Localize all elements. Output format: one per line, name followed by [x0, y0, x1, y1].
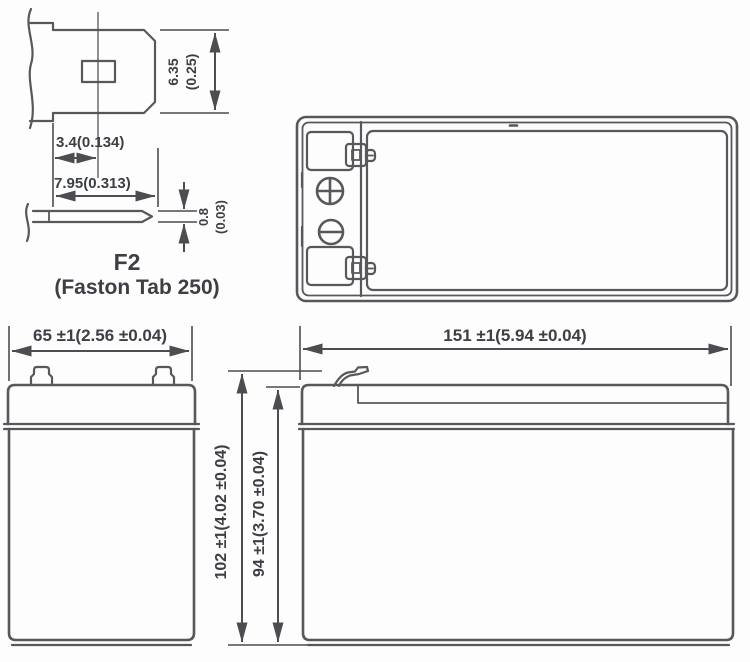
blade-outline	[31, 209, 154, 224]
terminal-well-positive	[305, 130, 355, 172]
dim-label-tab-height-mm: 6.35	[165, 58, 181, 85]
break-line-blade	[25, 202, 30, 243]
terminal-well-negative	[305, 245, 355, 287]
dim-label-length: 151 ±1(5.94 ±0.04)	[443, 326, 586, 345]
dim-label-height-case: 94 ±1(3.70 ±0.04)	[251, 451, 268, 577]
dim-label-height-total: 102 ±1(4.02 ±0.04)	[213, 445, 230, 580]
terminal-post	[29, 365, 54, 387]
side-view-lid	[300, 383, 730, 426]
tab-slot	[351, 262, 361, 274]
dim-label-width: 65 ±1(2.56 ±0.04)	[33, 326, 167, 345]
end-view-lid	[6, 383, 197, 426]
terminal-tab-profile	[332, 365, 370, 388]
tab-slot	[351, 149, 361, 161]
dim-label-thickness-mm: 0.8	[196, 208, 211, 226]
tab-body	[344, 142, 368, 168]
top-view-inner-edge	[301, 121, 733, 297]
terminal-type-sublabel: (Faston Tab 250)	[54, 276, 219, 299]
dim-label-tab-width: 7.95(0.313)	[54, 175, 131, 192]
end-view-body	[7, 427, 196, 642]
tab-nub	[364, 261, 377, 276]
minus-terminal-icon	[317, 218, 345, 246]
tab-outline	[28, 21, 157, 123]
tab-body	[344, 255, 368, 281]
top-view-cover-plate	[365, 129, 729, 292]
faston-tab-icon	[344, 255, 377, 281]
side-view-body	[301, 427, 735, 642]
battery-side-view: 151 ±1(5.94 ±0.04) 102 ±1(4.02 ±0.04) 94…	[213, 326, 736, 647]
terminal-detail-view: 6.35 (0.25) 3.4(0.134) 7.95(0.313) 0.8 (…	[25, 7, 229, 299]
battery-end-view: 65 ±1(2.56 ±0.04)	[2, 326, 201, 647]
terminal-post	[151, 365, 176, 387]
battery-top-view	[295, 115, 739, 303]
break-line-top	[27, 7, 34, 130]
dim-label-tab-offset: 3.4(0.134)	[56, 134, 124, 151]
terminal-type-label: F2	[114, 249, 141, 275]
dim-label-tab-height-in: (0.25)	[183, 54, 199, 91]
faston-tab-icon	[344, 142, 377, 168]
plus-terminal-icon	[315, 176, 345, 206]
lid-step	[357, 385, 727, 404]
top-view-outer-case	[295, 115, 739, 303]
tab-nub	[364, 148, 377, 163]
dim-label-thickness-in: (0.03)	[213, 200, 228, 234]
